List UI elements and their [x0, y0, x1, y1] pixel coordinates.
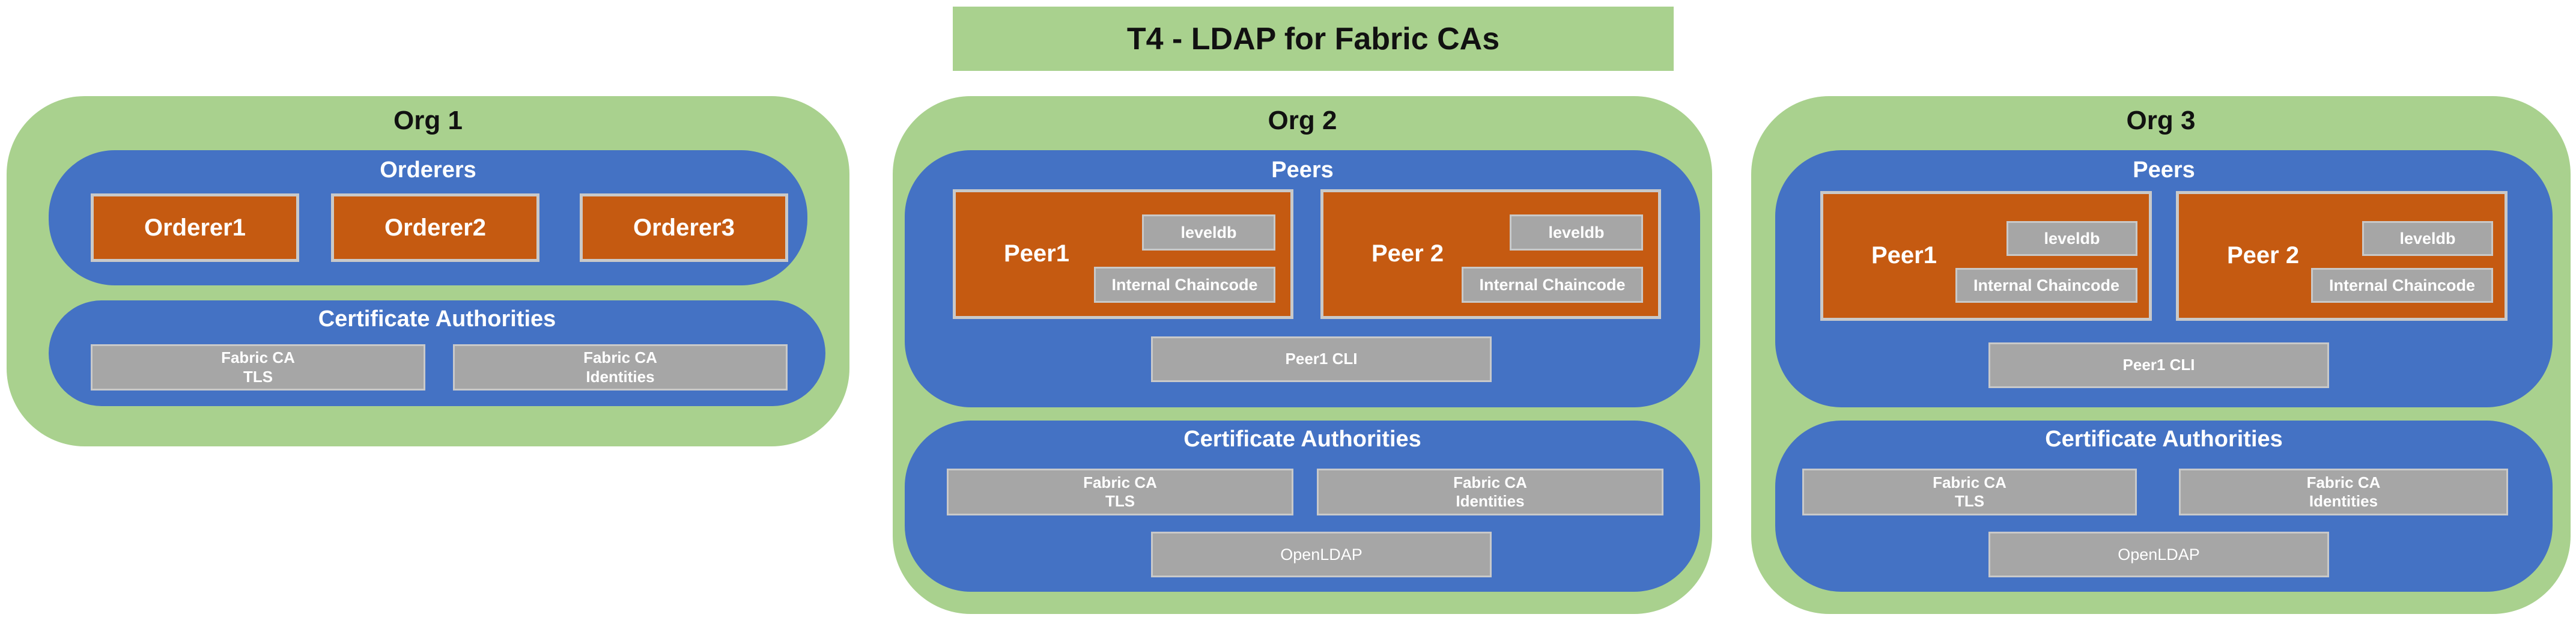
peers-title: Peers	[2133, 157, 2195, 183]
openldap: OpenLDAP	[1988, 532, 2329, 577]
org1-ca-panel: Certificate Authorities Fabric CA TLS Fa…	[49, 300, 825, 406]
peer2-leveldb: leveldb	[1510, 214, 1643, 251]
fabric-ca-tls: Fabric CA TLS	[91, 344, 425, 391]
orderers-title: Orderers	[380, 157, 476, 183]
peer2-label: Peer 2	[2227, 242, 2300, 269]
peer1-leveldb: leveldb	[2006, 221, 2137, 256]
org2-ca-panel: Certificate Authorities Fabric CA TLS Fa…	[905, 421, 1700, 592]
orderer1-node: Orderer1	[91, 193, 299, 262]
fabric-ca-identities-line1: Fabric CA	[583, 348, 657, 367]
peer1-label: Peer1	[1871, 242, 1937, 269]
fabric-ca-identities-line2: Identities	[1456, 492, 1525, 510]
fabric-ca-identities: Fabric CA Identities	[1317, 469, 1663, 515]
peer2-leveldb: leveldb	[2362, 221, 2493, 256]
peer1-label: Peer1	[1004, 240, 1069, 267]
peer1-cli: Peer1 CLI	[1151, 336, 1492, 382]
orderer2-node: Orderer2	[331, 193, 539, 262]
peer1-node: Peer1 leveldb Internal Chaincode	[1820, 191, 2152, 321]
fabric-ca-tls-line1: Fabric CA	[221, 348, 295, 367]
org1-title: Org 1	[393, 106, 463, 135]
openldap: OpenLDAP	[1151, 532, 1492, 577]
fabric-ca-identities: Fabric CA Identities	[2179, 469, 2508, 515]
peer2-node: Peer 2 leveldb Internal Chaincode	[2176, 191, 2508, 321]
peer2-label: Peer 2	[1372, 240, 1444, 267]
fabric-ca-tls-line1: Fabric CA	[1933, 473, 2006, 491]
fabric-ca-tls-line2: TLS	[1105, 492, 1135, 510]
orderer3-node: Orderer3	[580, 193, 788, 262]
ca-title: Certificate Authorities	[318, 306, 556, 332]
org3-ca-panel: Certificate Authorities Fabric CA TLS Fa…	[1775, 421, 2553, 592]
org1-orderers-panel: Orderers Orderer1 Orderer2 Orderer3	[49, 150, 807, 285]
peer1-node: Peer1 leveldb Internal Chaincode	[953, 189, 1293, 319]
org2-title: Org 2	[1268, 106, 1337, 135]
fabric-ca-tls: Fabric CA TLS	[947, 469, 1293, 515]
org2-peers-panel: Peers Peer1 leveldb Internal Chaincode P…	[905, 150, 1700, 407]
fabric-ca-tls: Fabric CA TLS	[1802, 469, 2137, 515]
org3-peers-panel: Peers Peer1 leveldb Internal Chaincode P…	[1775, 150, 2553, 407]
peer1-internal-chaincode: Internal Chaincode	[1094, 267, 1275, 303]
fabric-ca-tls-line2: TLS	[243, 367, 273, 386]
org3-container: Org 3 Peers Peer1 leveldb Internal Chain…	[1751, 96, 2571, 614]
peer1-cli: Peer1 CLI	[1988, 342, 2329, 388]
fabric-ca-tls-line1: Fabric CA	[1083, 473, 1157, 491]
fabric-ca-identities-line2: Identities	[586, 367, 655, 386]
fabric-ca-identities-line1: Fabric CA	[1453, 473, 1527, 491]
peer2-internal-chaincode: Internal Chaincode	[1462, 267, 1643, 303]
org2-container: Org 2 Peers Peer1 leveldb Internal Chain…	[893, 96, 1712, 614]
fabric-ca-tls-line2: TLS	[1954, 492, 1985, 510]
ca-title: Certificate Authorities	[1183, 427, 1421, 452]
org3-title: Org 3	[2126, 106, 2196, 135]
peer2-internal-chaincode: Internal Chaincode	[2311, 268, 2493, 303]
org1-container: Org 1 Orderers Orderer1 Orderer2 Orderer…	[7, 96, 849, 446]
peer1-leveldb: leveldb	[1142, 214, 1275, 251]
fabric-ca-identities-line2: Identities	[2309, 492, 2378, 510]
diagram-title: T4 - LDAP for Fabric CAs	[953, 7, 1674, 71]
fabric-ca-identities: Fabric CA Identities	[453, 344, 788, 391]
fabric-ca-identities-line1: Fabric CA	[2306, 473, 2381, 491]
peer1-internal-chaincode: Internal Chaincode	[1955, 268, 2137, 303]
peer2-node: Peer 2 leveldb Internal Chaincode	[1320, 189, 1661, 319]
ca-title: Certificate Authorities	[2045, 427, 2283, 452]
peers-title: Peers	[1271, 157, 1334, 183]
